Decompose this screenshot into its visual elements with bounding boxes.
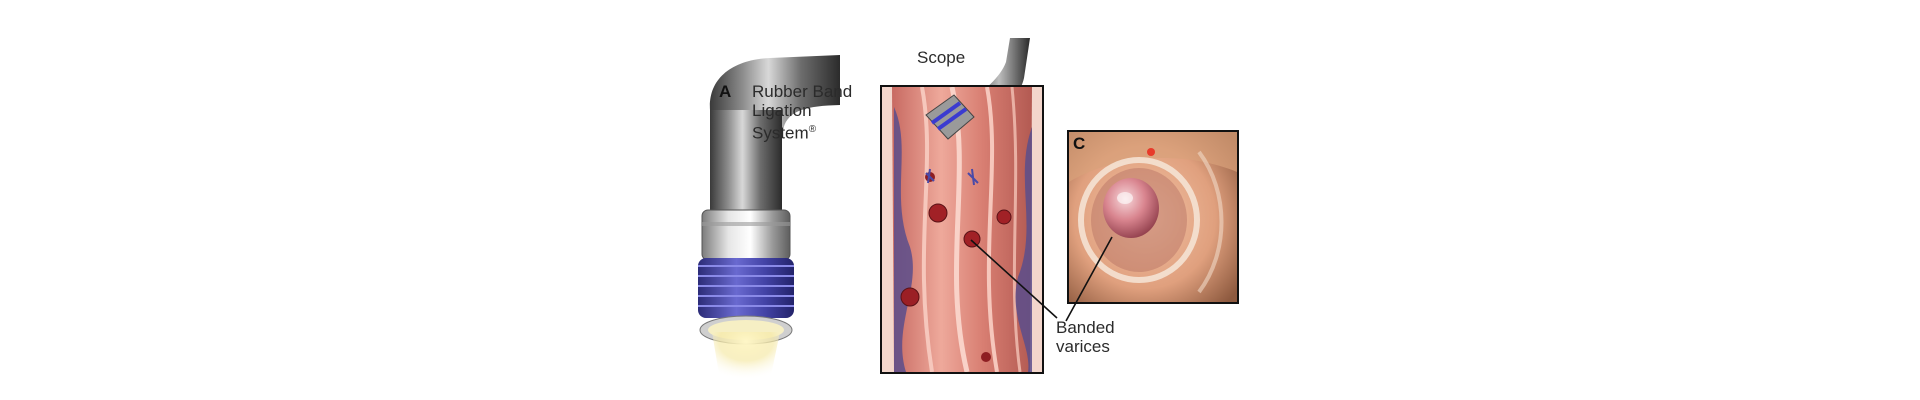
banded-varices-label: Banded varices [1056,318,1115,356]
callout-line-2: varices [1056,337,1110,356]
varix-6 [981,352,991,362]
panel-c-frame [1067,130,1239,304]
caption-line-3: System® [752,123,817,143]
caption-line-2: Ligation [752,101,812,120]
callout-line-1: Banded [1056,318,1115,337]
scope-label: Scope [917,48,966,67]
callout-pointer [970,239,1058,319]
varix-2 [928,203,948,223]
varix-3 [963,230,981,248]
caption-line-1: Rubber Band [752,82,853,101]
endoscopic-view-image [1069,132,1237,302]
panel-c-letter: C [1073,134,1086,153]
rubber-band-ligator-illustration [698,55,840,380]
callout-pointer-c [1065,236,1113,322]
panel-a-letter: A [719,82,732,101]
varix-4 [996,209,1012,225]
panel-b-frame [880,85,1044,374]
varix-5 [900,287,920,307]
rubber-bands [698,258,794,318]
vein-right [1015,127,1032,372]
registered-mark: ® [808,124,817,135]
panel-a-caption: Rubber Band Ligation System® [752,82,852,143]
vein-left [894,107,913,372]
esophagus-illustration [892,87,1032,372]
